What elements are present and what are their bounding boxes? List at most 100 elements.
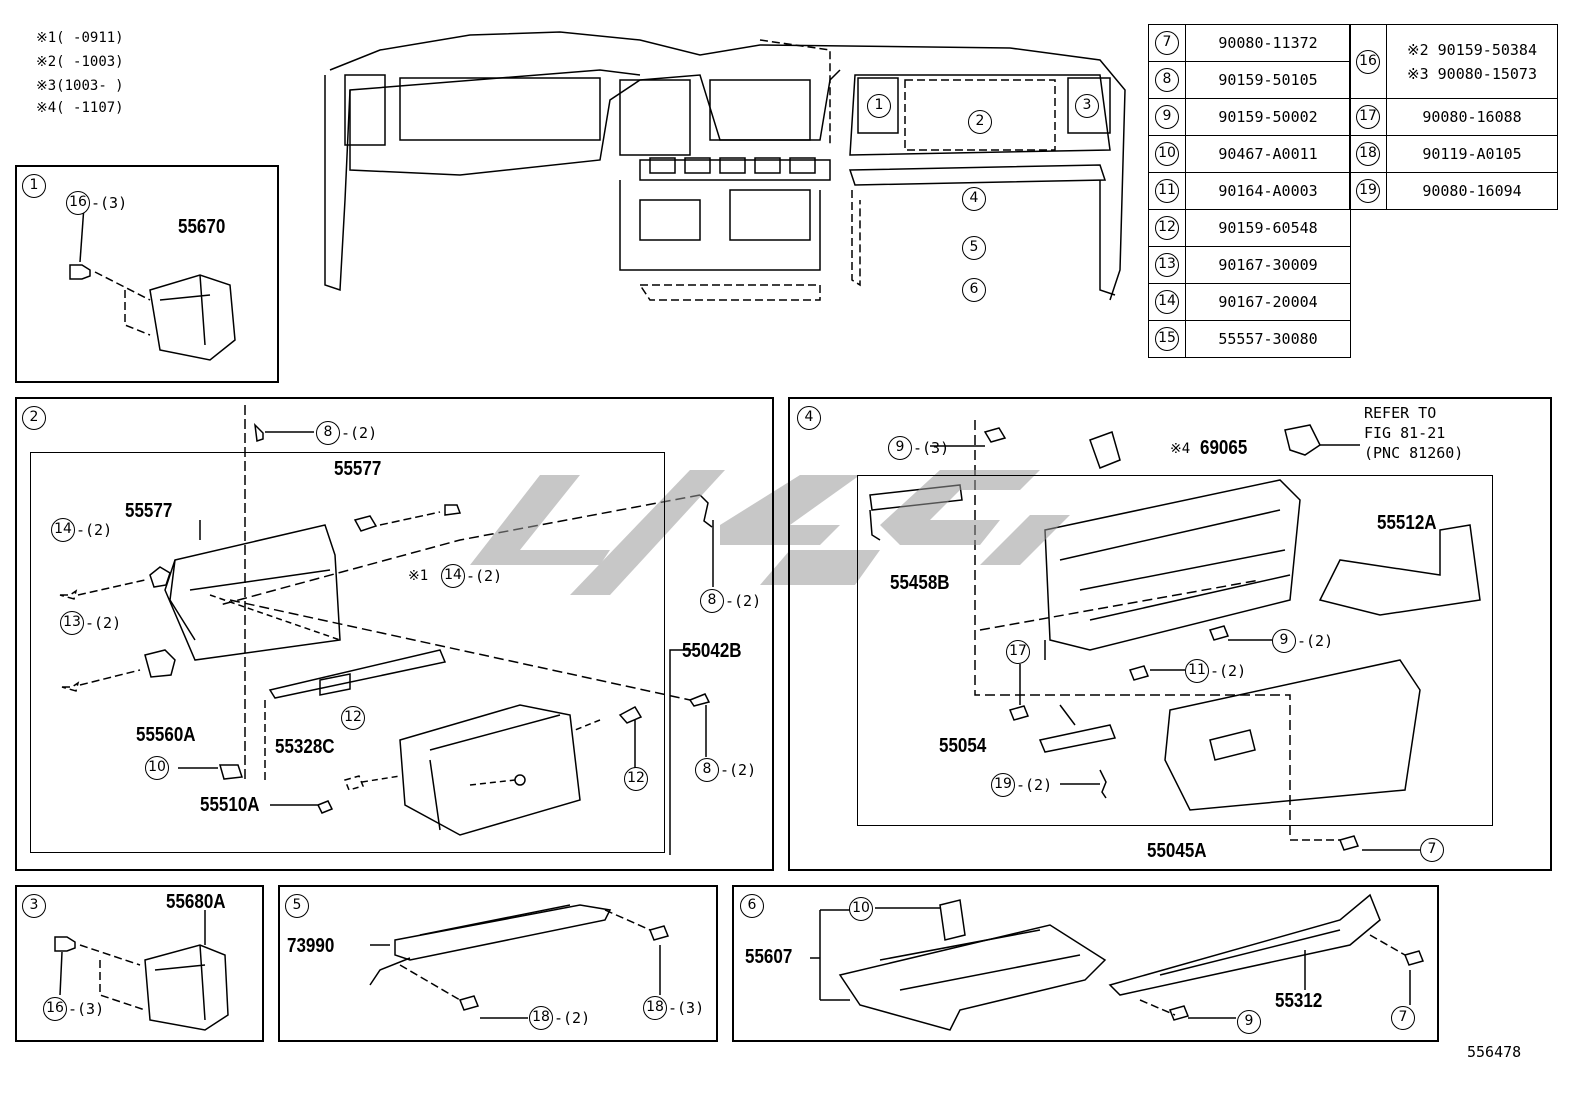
panel-1-label: 1 [22, 174, 46, 198]
qty-label: -(2) [720, 761, 757, 779]
overview-callout-6[interactable]: 6 [962, 278, 986, 302]
part-number-cell: 90164-A0003 [1185, 172, 1351, 210]
panel-4-label: 4 [797, 406, 821, 430]
table-ref-callout: 15 [1155, 327, 1179, 351]
qty-label: -(3) [91, 194, 128, 212]
panel-4-inner-frame [857, 475, 1493, 826]
table-row: 16 ※2 90159-50384※3 90080-15073 [1349, 24, 1558, 99]
note-1: ※1( -0911) [36, 30, 124, 46]
table-ref-callout: 13 [1155, 253, 1179, 277]
part-55577[interactable]: 55577 [125, 500, 173, 522]
callout-18[interactable]: 18 [643, 996, 667, 1020]
panel6-drawing [810, 893, 1425, 1031]
panel-2 [15, 397, 774, 871]
callout-10[interactable]: 10 [145, 756, 169, 780]
part-55045a[interactable]: 55045A [1147, 840, 1207, 862]
overview-callout-5[interactable]: 5 [962, 236, 986, 260]
part-55560a[interactable]: 55560A [136, 724, 196, 746]
table-ref-callout: 14 [1155, 290, 1179, 314]
part-69065[interactable]: 69065 [1200, 437, 1248, 459]
qty-label: -(2) [341, 424, 378, 442]
callout-12[interactable]: 12 [341, 706, 365, 730]
table-ref-callout: 8 [1155, 68, 1179, 92]
panel5-drawing [369, 904, 670, 1019]
panel-6-label: 6 [740, 894, 764, 918]
callout-17[interactable]: 17 [1006, 640, 1030, 664]
callout-14[interactable]: 14 [441, 564, 465, 588]
part-55054[interactable]: 55054 [939, 735, 987, 757]
note-4: ※4( -1107) [36, 100, 124, 116]
table-ref-callout: 9 [1155, 105, 1179, 129]
part-55607[interactable]: 55607 [745, 946, 793, 968]
overview-callout-4[interactable]: 4 [962, 187, 986, 211]
part-55512a[interactable]: 55512A [1377, 512, 1437, 534]
callout-16[interactable]: 16 [43, 997, 67, 1021]
overview-callout-2[interactable]: 2 [968, 110, 992, 134]
part-55312[interactable]: 55312 [1275, 990, 1323, 1012]
part-73990[interactable]: 73990 [287, 935, 335, 957]
table-ref-callout: 11 [1155, 179, 1179, 203]
callout-9[interactable]: 9 [1272, 629, 1296, 653]
figure-number: 556478 [1467, 1043, 1522, 1061]
part-55577[interactable]: 55577 [334, 458, 382, 480]
qty-label: -(2) [725, 592, 762, 610]
callout-13[interactable]: 13 [60, 611, 84, 635]
callout-7[interactable]: 7 [1391, 1006, 1415, 1030]
panel-2-inner-frame [30, 452, 665, 853]
part-55328c[interactable]: 55328C [275, 736, 335, 758]
part-number-cell: 90159-50002 [1185, 98, 1351, 136]
callout-11[interactable]: 11 [1185, 659, 1209, 683]
qty-label: -(2) [76, 521, 113, 539]
note-mark-1: ※1 [408, 568, 429, 584]
panel-5 [278, 885, 718, 1042]
qty-label: -(2) [554, 1009, 591, 1027]
callout-19[interactable]: 19 [991, 773, 1015, 797]
panel4-drawing [869, 420, 1481, 851]
part-number-cell: 55557-30080 [1185, 320, 1351, 358]
qty-label: -(3) [668, 999, 705, 1017]
qty-label: -(2) [1016, 776, 1053, 794]
part-55042b[interactable]: 55042B [682, 640, 742, 662]
part-55680a[interactable]: 55680A [166, 891, 226, 913]
callout-9[interactable]: 9 [1237, 1010, 1261, 1034]
callout-8[interactable]: 8 [695, 758, 719, 782]
panel-6 [732, 885, 1439, 1042]
callout-18[interactable]: 18 [529, 1006, 553, 1030]
callout-16[interactable]: 16 [66, 191, 90, 215]
table-row: 19 90080-16094 [1349, 172, 1558, 210]
dashboard-overview-drawing [324, 31, 1126, 301]
panel2-drawing [59, 405, 714, 855]
part-number-cell: 90167-30009 [1185, 246, 1351, 284]
callout-9[interactable]: 9 [888, 436, 912, 460]
callout-12[interactable]: 12 [624, 767, 648, 791]
part-55458b[interactable]: 55458B [890, 572, 950, 594]
panel-2-label: 2 [22, 406, 46, 430]
overview-callout-3[interactable]: 3 [1075, 94, 1099, 118]
table-ref-callout: 12 [1155, 216, 1179, 240]
part-55670[interactable]: 55670 [178, 216, 226, 238]
part-55510a[interactable]: 55510A [200, 794, 260, 816]
callout-8[interactable]: 8 [316, 421, 340, 445]
callout-10[interactable]: 10 [849, 897, 873, 921]
qty-label: -(3) [913, 439, 950, 457]
table-row: 18 90119-A0105 [1349, 135, 1558, 173]
qty-label: -(2) [85, 614, 122, 632]
qty-label: -(2) [1210, 662, 1247, 680]
qty-label: -(2) [466, 567, 503, 585]
note-3: ※3(1003- ) [36, 78, 124, 94]
callout-8[interactable]: 8 [700, 589, 724, 613]
callout-14[interactable]: 14 [51, 518, 75, 542]
vent-55670-drawing [69, 205, 236, 361]
overview-callout-1[interactable]: 1 [867, 94, 891, 118]
callout-7[interactable]: 7 [1420, 838, 1444, 862]
